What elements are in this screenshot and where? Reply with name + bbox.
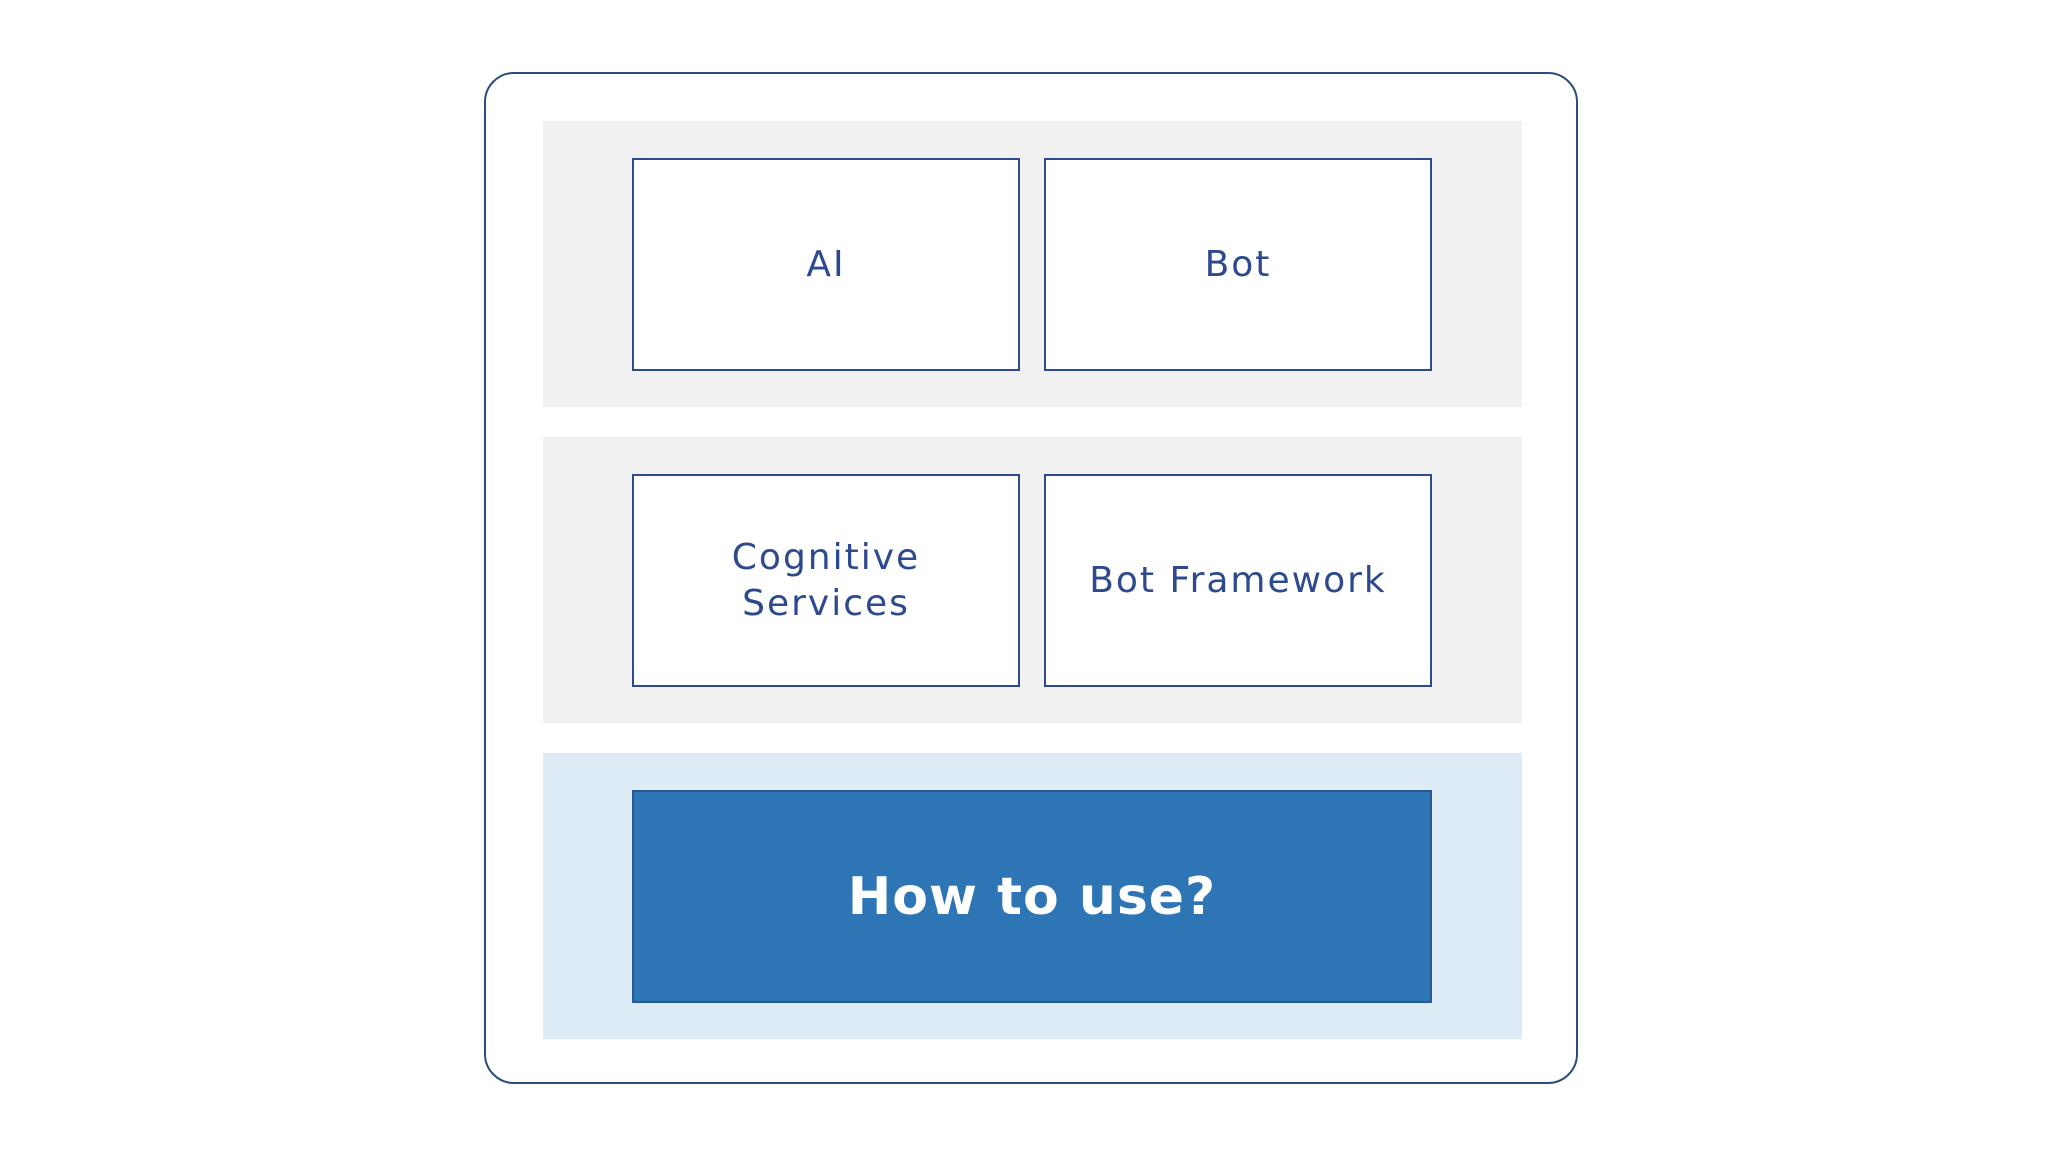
bot-box: Bot (1044, 158, 1432, 371)
bot-framework-label: Bot Framework (1089, 559, 1387, 601)
cognitive-services-label: Cognitive Services (731, 536, 921, 624)
bot-framework-box: Bot Framework (1044, 474, 1432, 687)
bot-label: Bot (1204, 243, 1272, 285)
cognitive-services-box: Cognitive Services (632, 474, 1020, 687)
ai-box: AI (632, 158, 1020, 371)
ai-label: AI (806, 243, 846, 285)
how-to-use-label: How to use? (847, 866, 1217, 927)
how-to-use-box: How to use? (632, 790, 1432, 1003)
